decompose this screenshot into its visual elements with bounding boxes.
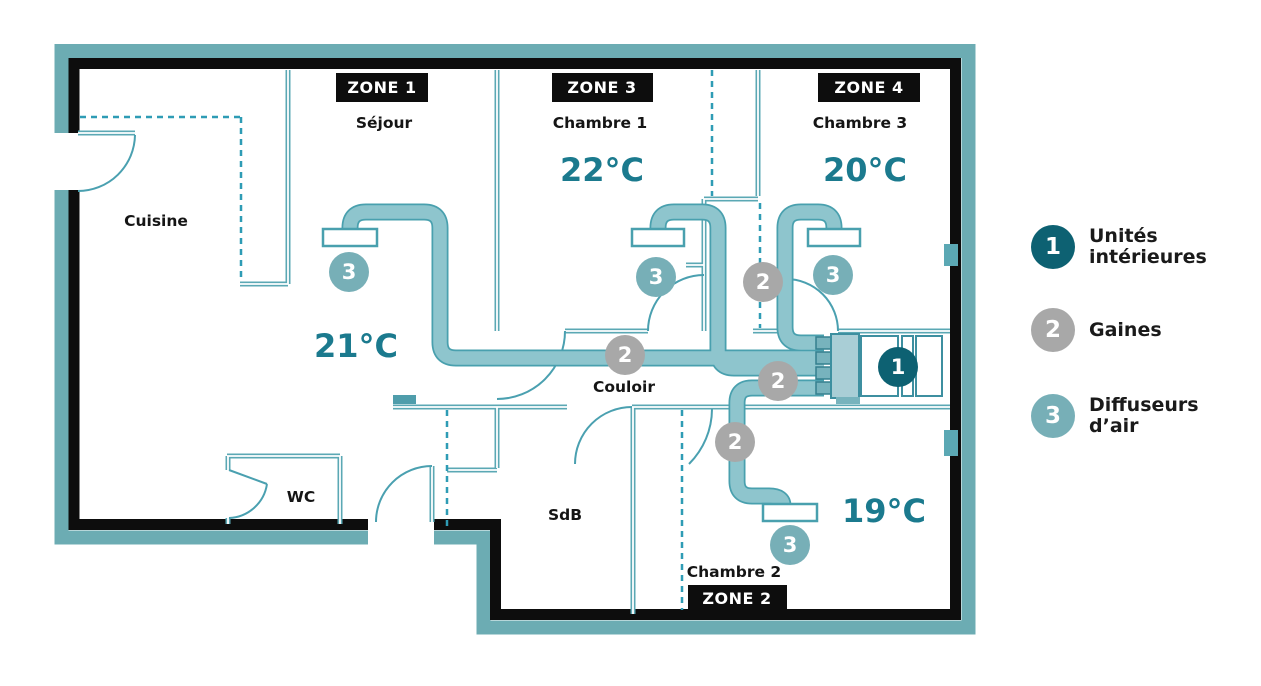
- room-label-chambre3: Chambre 3: [813, 114, 907, 132]
- temp-chambre3: 20°C: [823, 151, 907, 189]
- duct-body: [343, 205, 841, 507]
- diffuser-marker: 3: [636, 257, 676, 297]
- legend-gaine-number: 2: [1044, 317, 1061, 343]
- air-diffuser-chambre1: [630, 227, 686, 248]
- zone4-tag-label: ZONE 4: [834, 78, 903, 97]
- room-label-chambre2: Chambre 2: [687, 563, 781, 581]
- room-label-chambre1: Chambre 1: [553, 114, 647, 132]
- svg-text:3: 3: [649, 265, 664, 289]
- room-label-wc: WC: [287, 488, 315, 506]
- outer-teal-band: [54, 44, 976, 635]
- svg-text:3: 3: [826, 263, 841, 287]
- temp-chambre1: 22°C: [560, 151, 644, 189]
- unit-casing: [915, 335, 943, 397]
- legend-gaine-badge: 2: [1031, 308, 1075, 352]
- zone-tags: ZONE 1 ZONE 3 ZONE 4 ZONE 2: [336, 73, 920, 612]
- room-label-couloir: Couloir: [593, 378, 655, 396]
- gaine-marker: 2: [715, 422, 755, 462]
- legend-unit-number: 1: [1044, 234, 1061, 260]
- legend-item-indoor-units: 1 Unités intérieures: [1031, 225, 1207, 269]
- svg-text:1: 1: [891, 355, 906, 379]
- zone2-tag: [688, 585, 787, 612]
- window-stub-upper: [944, 244, 958, 266]
- unit-duct-port: [815, 336, 833, 350]
- room-label-sdb: SdB: [548, 506, 582, 524]
- unit-duct-port: [815, 366, 833, 380]
- diffuser-marker: 3: [329, 252, 369, 292]
- svg-text:3: 3: [783, 533, 798, 557]
- unit-duct-port: [815, 381, 833, 395]
- zone3-tag-label: ZONE 3: [567, 78, 636, 97]
- legend-unit-label-line2: intérieures: [1089, 246, 1207, 268]
- legend-diffuseur-label: Diffuseurs d’air: [1089, 395, 1199, 437]
- diffuser-marker: 3: [813, 255, 853, 295]
- plan-markers: 3 3 3 3 2 2 2 2: [329, 252, 918, 565]
- legend-diffuseur-badge: 3: [1031, 394, 1075, 438]
- svg-text:2: 2: [771, 369, 786, 393]
- temp-chambre2: 19°C: [842, 492, 926, 530]
- svg-text:2: 2: [756, 270, 771, 294]
- zone1-tag: [336, 73, 428, 102]
- svg-text:2: 2: [618, 343, 633, 367]
- window-stub-lower: [944, 430, 958, 456]
- unit-duct-port: [815, 351, 833, 365]
- legend-diffuseur-label-line1: Diffuseurs: [1089, 394, 1199, 416]
- legend-diffuseur-label-line2: d’air: [1089, 415, 1139, 437]
- gaine-marker: 2: [743, 262, 783, 302]
- interior-walls: [78, 70, 950, 614]
- legend-item-gaines: 2 Gaines: [1031, 308, 1162, 352]
- dashed-partition-lines: [80, 70, 762, 610]
- entry-opening-bottom: [368, 515, 434, 547]
- air-diffuser-sejour: [321, 227, 379, 248]
- legend-unit-badge: 1: [1031, 225, 1075, 269]
- building-outline: [50, 44, 976, 635]
- legend-unit-label: Unités intérieures: [1089, 226, 1207, 268]
- svg-text:2: 2: [728, 430, 743, 454]
- temp-sejour: 21°C: [314, 327, 398, 365]
- indoor-unit-marker: 1: [878, 347, 918, 387]
- legend-diffuseur-number: 3: [1044, 403, 1061, 429]
- corridor-wall-endcap: [393, 395, 416, 404]
- entry-opening-left: [50, 133, 81, 190]
- gaine-marker: 2: [758, 361, 798, 401]
- room-label-cuisine: Cuisine: [124, 212, 188, 230]
- exterior-walls: [68, 58, 961, 620]
- svg-text:3: 3: [342, 260, 357, 284]
- air-ducts: [341, 203, 843, 507]
- zone1-tag-label: ZONE 1: [347, 78, 416, 97]
- legend-gaine-label: Gaines: [1089, 318, 1162, 341]
- air-diffusers: [321, 227, 862, 523]
- zone3-tag: [552, 73, 653, 102]
- zone-temperatures: 21°C 22°C 20°C 19°C: [314, 151, 926, 530]
- air-diffuser-chambre2: [761, 502, 819, 523]
- legend-gaine-label-line1: Gaines: [1089, 318, 1162, 341]
- room-labels: Séjour Chambre 1 Chambre 3 Chambre 2 Cui…: [124, 114, 907, 581]
- legend-unit-label-line1: Unités: [1089, 225, 1158, 247]
- zone2-tag-label: ZONE 2: [702, 589, 771, 608]
- zone4-tag: [818, 73, 920, 102]
- gaine-marker: 2: [605, 335, 645, 375]
- diffuser-marker: 3: [770, 525, 810, 565]
- air-diffuser-chambre3: [806, 227, 862, 248]
- unit-foot: [836, 397, 860, 404]
- legend-item-diffuseurs: 3 Diffuseurs d’air: [1031, 394, 1199, 438]
- room-label-sejour: Séjour: [356, 114, 413, 132]
- unit-plenum: [830, 333, 860, 399]
